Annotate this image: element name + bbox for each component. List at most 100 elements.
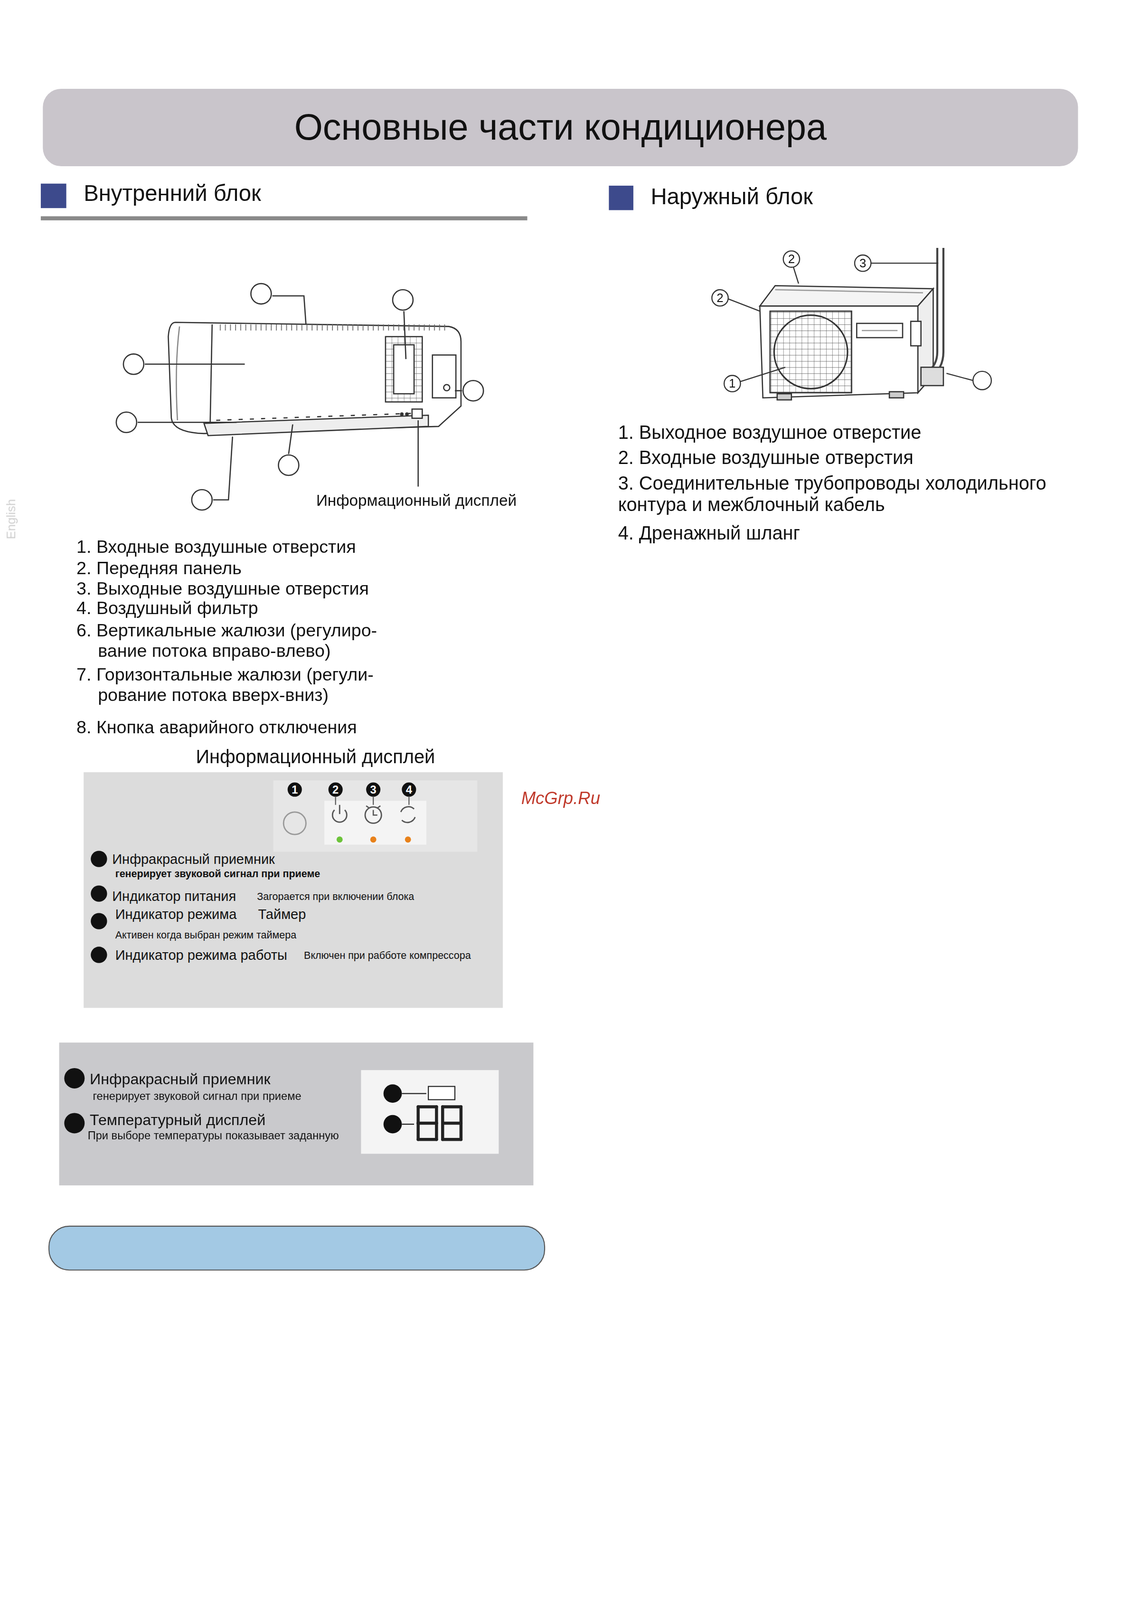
outdoor-unit-part bbox=[773, 315, 848, 389]
section-heading: Внутренний блок bbox=[83, 180, 262, 207]
seven-segment bbox=[418, 1121, 437, 1125]
list-item: 7. Горизонтальные жалюзи (регули- ровани… bbox=[76, 663, 430, 705]
outdoor-callouts-part bbox=[972, 371, 992, 390]
callout-number: 1 bbox=[724, 375, 741, 392]
seven-segment bbox=[434, 1122, 438, 1140]
watermark: McGrp.Ru bbox=[521, 788, 601, 809]
blue-band bbox=[48, 1225, 545, 1270]
side-tab: English bbox=[4, 499, 19, 540]
seven-segment bbox=[441, 1106, 444, 1123]
indoor-unit-part bbox=[385, 336, 423, 402]
display-heading: Информационный дисплей bbox=[195, 745, 435, 768]
display-panel-1-part bbox=[339, 804, 341, 814]
indoor-callouts-part bbox=[278, 454, 299, 476]
seven-segment bbox=[459, 1106, 463, 1123]
display-panel-2 bbox=[59, 1042, 534, 1186]
indoor-callouts-part bbox=[123, 353, 144, 375]
display-panel-2-part bbox=[360, 1069, 499, 1154]
display-panel-1-part bbox=[90, 885, 107, 902]
item-note: Загорается при включении блока bbox=[256, 890, 415, 903]
section-markers-part bbox=[40, 216, 528, 221]
indoor-unit-part bbox=[432, 355, 456, 398]
display-panel-2-part bbox=[401, 1093, 427, 1124]
outdoor-unit-part bbox=[928, 247, 941, 376]
callout-number: 1 bbox=[286, 782, 303, 797]
indoor-callouts-part bbox=[137, 421, 237, 424]
outdoor-callouts-part bbox=[793, 267, 799, 284]
title-text: Основные части кондиционера bbox=[42, 106, 1078, 149]
list-item: 8. Кнопка аварийного отключения bbox=[76, 716, 358, 738]
indoor-callouts-part bbox=[250, 283, 272, 304]
outdoor-unit-part bbox=[770, 311, 852, 393]
indoor-callouts-part bbox=[392, 289, 414, 311]
list-item: 6. Вертикальные жалюзи (регулиро- вание … bbox=[76, 620, 430, 661]
display-label: Информационный дисплей bbox=[316, 491, 517, 510]
outdoor-unit-part bbox=[777, 393, 792, 400]
list-item: 1. Выходное воздушное отверстие bbox=[618, 421, 922, 443]
outdoor-callouts-part bbox=[783, 250, 800, 267]
indoor-unit-part bbox=[204, 414, 429, 436]
list-item: 2. Передняя панель bbox=[76, 557, 242, 579]
item-name: Таймер bbox=[257, 906, 306, 923]
indoor-unit-part bbox=[443, 384, 450, 391]
seven-segment bbox=[441, 1122, 444, 1140]
seven-segment bbox=[442, 1121, 462, 1125]
item-note: генерирует звуковой сигнал при приеме bbox=[92, 1089, 302, 1103]
item-note: Активен когда выбран режим таймера bbox=[115, 929, 297, 942]
list-item: 2. Входные воздушные отверстия bbox=[618, 446, 914, 469]
indoor-unit-part bbox=[405, 413, 408, 416]
callout-number: 3 bbox=[854, 254, 871, 272]
indoor-callouts-part bbox=[462, 380, 484, 401]
display-panel-1-part bbox=[336, 836, 343, 843]
outdoor-unit-part bbox=[861, 329, 898, 332]
list-item: 3. Соединительные трубопроводы холодильн… bbox=[618, 472, 1057, 516]
display-panel: 1234Инфракрасный приемникгенерирует звук… bbox=[83, 772, 503, 1008]
display-panel-2-part bbox=[64, 1067, 85, 1089]
outdoor-callouts bbox=[711, 250, 992, 392]
indoor-unit-part bbox=[216, 413, 418, 421]
title-band: Основные части кондиционера bbox=[42, 88, 1078, 167]
seven-segment bbox=[416, 1122, 420, 1140]
item-name: Индикатор режима bbox=[115, 906, 237, 923]
callout-number: 4 bbox=[400, 782, 417, 797]
display-panel-1-part bbox=[405, 836, 412, 843]
display-panel-2-part bbox=[383, 1114, 403, 1134]
display-panel-1-part bbox=[335, 796, 410, 805]
indoor-callouts-part bbox=[417, 420, 419, 487]
outdoor-unit-part bbox=[759, 305, 918, 398]
display-panel-1-part bbox=[370, 836, 377, 843]
display-panel-1-part bbox=[366, 805, 381, 815]
indoor-unit-part bbox=[216, 324, 447, 331]
display-panel-1-part bbox=[273, 780, 478, 852]
callout-number: 2 bbox=[711, 289, 728, 306]
seven-segment bbox=[416, 1106, 420, 1123]
indoor-callouts-part bbox=[144, 363, 246, 366]
display-panel-1-part bbox=[400, 806, 415, 823]
display-panel-1-part bbox=[283, 811, 306, 835]
item-note: При выборе температуры показывает заданн… bbox=[87, 1129, 340, 1142]
blue-band-part bbox=[48, 1225, 545, 1270]
section-heading: Наружный блок bbox=[650, 183, 813, 210]
list-item: 4. Дренажный шланг bbox=[618, 522, 801, 545]
item-name: Инфракрасный приемник bbox=[89, 1069, 271, 1088]
list-item: 4. Воздушный фильтр bbox=[76, 597, 259, 619]
display-panel-2-part bbox=[64, 1112, 85, 1133]
indoor-callouts-part bbox=[454, 389, 462, 392]
outdoor-callouts-part bbox=[711, 289, 728, 306]
outdoor-callouts-part bbox=[854, 254, 871, 272]
item-name: Инфракрасный приемник bbox=[112, 851, 275, 868]
outdoor-unit-part bbox=[928, 247, 941, 376]
outdoor-unit bbox=[759, 247, 944, 400]
section-markers-part bbox=[608, 185, 634, 211]
outdoor-callouts-part bbox=[724, 375, 741, 392]
outdoor-callouts-part bbox=[870, 262, 939, 264]
callout-number: 3 bbox=[365, 782, 382, 797]
item-name: Индикатор питания bbox=[112, 888, 236, 905]
indoor-callouts-part bbox=[191, 489, 213, 510]
indoor-unit bbox=[168, 322, 461, 436]
indoor-unit-part bbox=[168, 322, 461, 434]
outdoor-unit-part bbox=[921, 367, 944, 386]
indoor-callouts-part bbox=[213, 436, 233, 500]
display-panel-1-part bbox=[90, 850, 107, 867]
